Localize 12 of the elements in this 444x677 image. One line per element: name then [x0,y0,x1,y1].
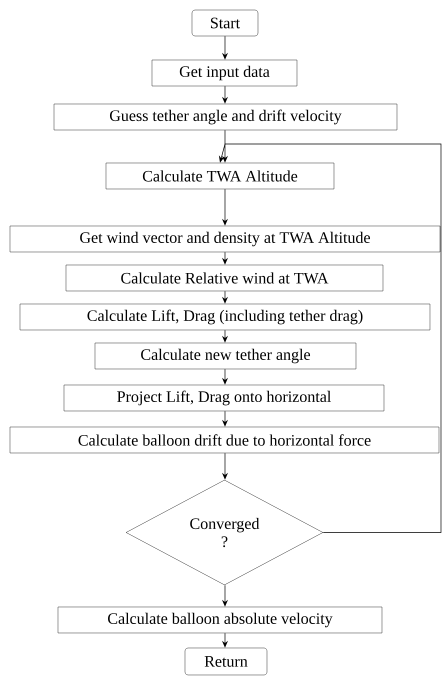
process-box: Calculate Lift, Drag (including tether drag) [20,304,430,330]
process-box: Calculate balloon absolute velocity [58,606,382,634]
terminal-box: Return [184,648,268,676]
process-box: Guess tether angle and drift velocity [54,104,398,130]
process-box: Calculate new tether angle [94,342,356,370]
process-box: Get wind vector and density at TWA Altitude [10,226,440,252]
terminal-box: Start [192,10,258,36]
process-box: Calculate balloon drift due to horizontal force [10,426,440,454]
process-box: Project Lift, Drag onto horizontal [64,384,384,412]
process-box: Calculate TWA Altitude [106,162,334,190]
process-box: Calculate Relative wind at TWA [66,264,384,292]
process-box: Get input data [152,60,298,86]
